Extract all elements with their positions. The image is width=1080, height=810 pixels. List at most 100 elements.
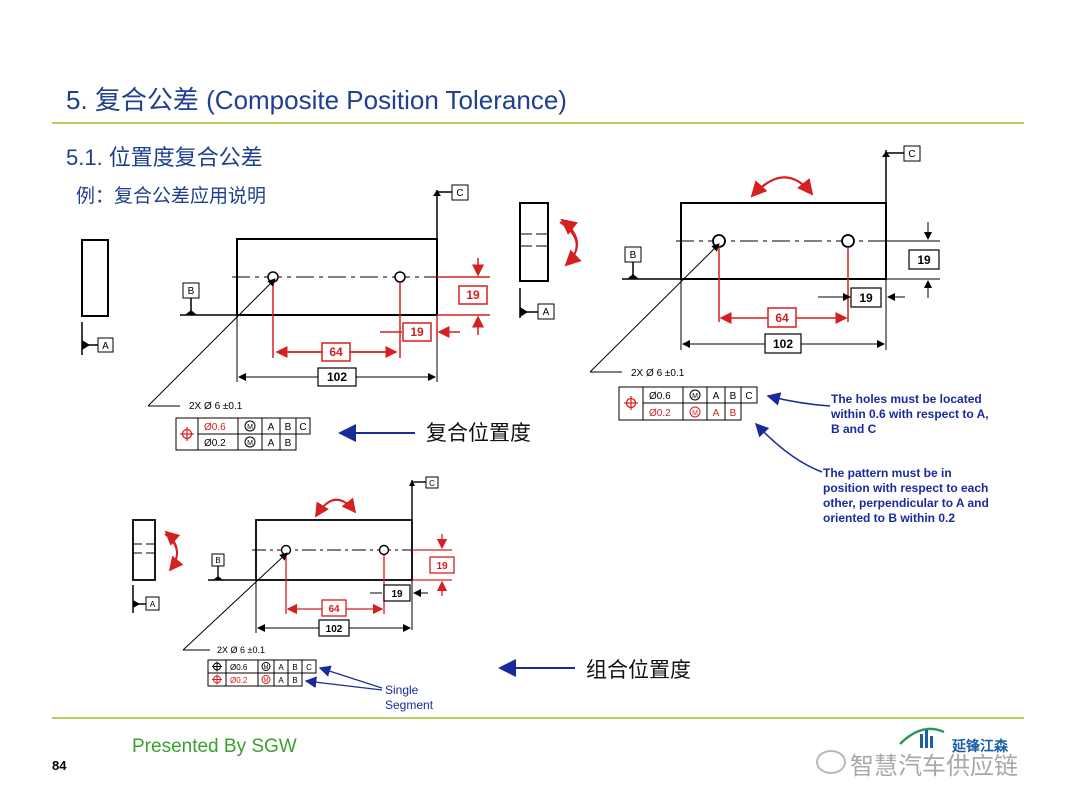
- fcf-row1-a: A: [268, 422, 275, 433]
- hole-callout: 2X Ø 6 ±0.1: [217, 645, 265, 655]
- hole-left: [712, 234, 726, 248]
- fcf-row-2: [642, 402, 742, 421]
- footer-divider: [52, 717, 1024, 719]
- dim-19-horizontal-label: 19: [391, 589, 403, 600]
- fcf-row2-a: A: [713, 408, 720, 419]
- side-view-part: [81, 239, 109, 317]
- note-2-line-3: other, perpendicular to A and: [823, 496, 989, 510]
- dim-64-box: [767, 307, 797, 328]
- dim-19-vertical-label: 19: [466, 288, 480, 302]
- presenter-credit: Presented By SGW: [132, 736, 297, 757]
- dim-102-box: [317, 367, 357, 387]
- fcf-row2-a: A: [278, 676, 284, 685]
- hole-left: [280, 544, 292, 556]
- datum-c-label: C: [456, 188, 463, 199]
- diagram-bottom: A C B 64 19: [132, 476, 691, 712]
- fcf-row1-b: B: [730, 391, 737, 402]
- fcf-row1-tol: Ø0.6: [204, 422, 226, 433]
- company-logo: [899, 727, 945, 748]
- fcf-row2-a: A: [268, 438, 275, 449]
- fcf-row2-tol: Ø0.2: [230, 676, 248, 685]
- note-2-line-1: The pattern must be in: [823, 466, 952, 480]
- diagram-top-left: A C B 64 19 19: [81, 184, 531, 451]
- fcf-row2-mod: M: [264, 678, 269, 684]
- note-1-line-2: within 0.6 with respect to A,: [830, 407, 989, 421]
- datum-a-label: A: [102, 341, 109, 352]
- datum-a-box: [537, 303, 555, 320]
- dim-64-label: 64: [328, 604, 340, 615]
- fcf-row2-b: B: [285, 438, 292, 449]
- dim-102-label: 102: [327, 370, 347, 384]
- dim-64-box: [321, 342, 351, 362]
- dim-19-horizontal-box: [850, 287, 882, 308]
- dim-19-vertical-box: [908, 249, 940, 270]
- dim-19-horizontal-label: 19: [859, 291, 873, 305]
- label-combined: 组合位置度: [586, 658, 691, 682]
- note-1-line-3: B and C: [831, 422, 877, 436]
- datum-c-label: C: [908, 149, 915, 160]
- datum-b-label: B: [215, 556, 220, 565]
- header-divider: [52, 122, 1024, 124]
- datum-c-box: [903, 145, 921, 162]
- fcf-row1-tol: Ø0.6: [230, 663, 248, 672]
- dim-102-box: [764, 333, 802, 354]
- fcf-row1-c: C: [745, 391, 752, 402]
- diagram-right: A C B 64 19: [519, 145, 989, 525]
- fcf-row1-a: A: [278, 663, 284, 672]
- fcf-row-2: [197, 433, 297, 451]
- company-logo-text: 延锋江森: [952, 738, 1008, 754]
- hole-callout: 2X Ø 6 ±0.1: [631, 368, 685, 379]
- fcf-row1-c: C: [299, 422, 306, 433]
- dim-19-horizontal-box: [402, 322, 432, 342]
- hole-right: [394, 271, 406, 283]
- watermark-text: 智慧汽车供应链: [850, 752, 1018, 780]
- fcf-row2-mod: M: [247, 440, 253, 447]
- single-segment-line-1: Single: [385, 683, 419, 697]
- dim-19-vertical-label: 19: [436, 561, 448, 572]
- page-title: 5. 复合公差 (Composite Position Tolerance): [66, 85, 567, 115]
- fcf-row-2: [225, 672, 303, 687]
- datum-a-box: [97, 337, 114, 353]
- dim-19-vertical-box: [458, 285, 488, 305]
- side-view-part: [519, 202, 549, 282]
- dim-102-box: [318, 619, 350, 637]
- dim-19-horizontal-box: [383, 584, 411, 602]
- fcf-row2-tol: Ø0.2: [649, 408, 671, 419]
- fcf-row1-tol: Ø0.6: [649, 391, 671, 402]
- datum-a-box: [145, 596, 160, 611]
- fcf-row1-a: A: [713, 391, 720, 402]
- fcf-row2-tol: Ø0.2: [204, 438, 226, 449]
- dim-64-label: 64: [329, 345, 343, 359]
- fcf-row2-b: B: [730, 408, 737, 419]
- dim-102-label: 102: [326, 624, 343, 635]
- example-caption: 例：复合公差应用说明: [76, 185, 267, 207]
- datum-b-label: B: [188, 286, 195, 297]
- datum-a-label: A: [150, 600, 156, 609]
- dim-102-label: 102: [773, 337, 793, 351]
- datum-c-label: C: [429, 479, 435, 488]
- fcf-row1-b: B: [292, 663, 297, 672]
- dim-64-label: 64: [775, 311, 789, 325]
- note-2-line-4: oriented to B within 0.2: [823, 511, 955, 525]
- single-segment-line-2: Segment: [385, 698, 434, 712]
- page-number: 84: [52, 758, 67, 773]
- fcf-row1-mod: M: [264, 665, 269, 671]
- fcf-row2-b: B: [292, 676, 297, 685]
- wechat-icon: [816, 750, 846, 774]
- dim-19-vertical-label: 19: [917, 253, 931, 267]
- dim-64-box: [321, 599, 347, 617]
- datum-b-label: B: [630, 250, 637, 261]
- hole-right: [841, 234, 855, 248]
- note-1-line-1: The holes must be located: [831, 392, 982, 406]
- fcf-row1-b: B: [285, 422, 292, 433]
- fcf-row1-mod: M: [692, 393, 698, 400]
- section-subtitle: 5.1. 位置度复合公差: [66, 145, 263, 170]
- fcf-row2-mod: M: [692, 410, 698, 417]
- hole-callout: 2X Ø 6 ±0.1: [189, 401, 243, 412]
- label-composite: 复合位置度: [426, 421, 531, 445]
- dim-19-vertical-box: [429, 556, 455, 574]
- datum-c-box: [451, 184, 469, 201]
- datum-a-label: A: [543, 307, 550, 318]
- note-2-line-2: position with respect to each: [823, 481, 988, 495]
